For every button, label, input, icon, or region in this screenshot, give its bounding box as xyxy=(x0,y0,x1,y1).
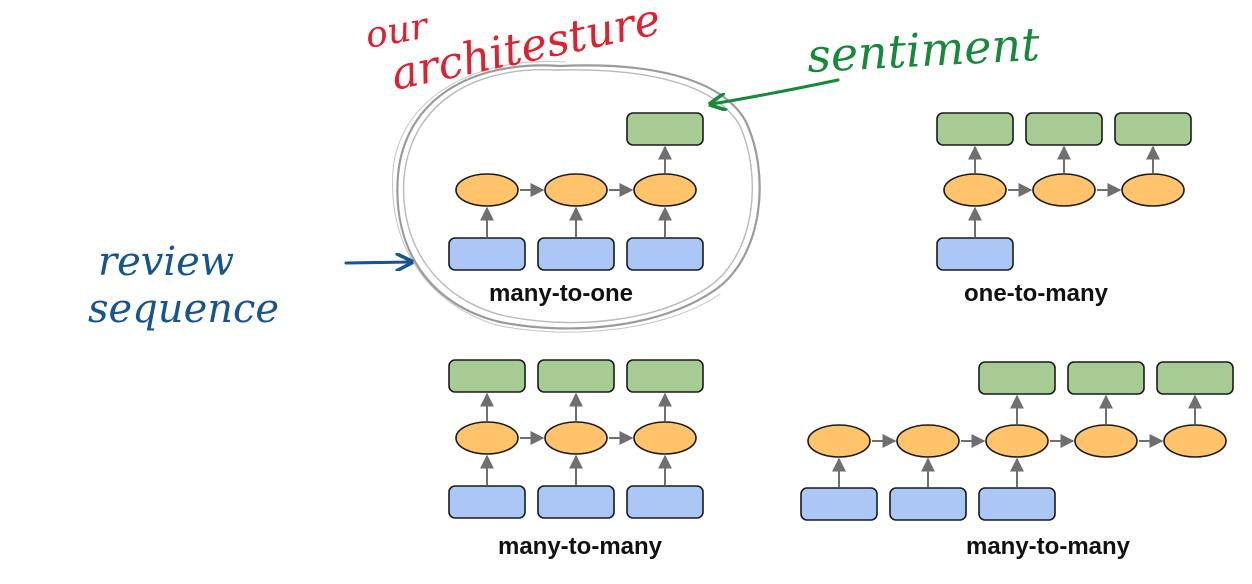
hidden-state-node xyxy=(1032,173,1096,207)
input-node xyxy=(537,237,615,271)
diagram-one-to-many xyxy=(936,112,1192,271)
input-node xyxy=(448,237,526,271)
hidden-state-node xyxy=(943,173,1007,207)
output-node xyxy=(1025,112,1103,146)
caption-many-to-many-delayed: many-to-many xyxy=(966,533,1131,560)
hidden-state-node xyxy=(633,173,697,207)
hidden-state-node xyxy=(1121,173,1185,207)
output-node xyxy=(448,359,526,393)
hidden-state-node xyxy=(985,424,1049,458)
input-node xyxy=(978,487,1056,521)
output-node xyxy=(626,112,704,146)
output-node xyxy=(1114,112,1192,146)
pencil-circle-highlight xyxy=(392,60,761,333)
annotation-architecture: architesture xyxy=(387,0,665,101)
hidden-state-node xyxy=(455,421,519,455)
output-node xyxy=(1156,361,1234,395)
diagram-many-to-one xyxy=(448,112,704,271)
input-node xyxy=(626,237,704,271)
input-node xyxy=(889,487,967,521)
diagram-many-to-many-delayed xyxy=(800,361,1234,521)
blue-arrow-icon xyxy=(344,262,410,263)
hidden-state-node xyxy=(896,424,960,458)
input-node xyxy=(626,485,704,519)
hidden-state-node xyxy=(1163,424,1227,458)
annotation-sentiment: sentiment xyxy=(806,17,1042,83)
output-node xyxy=(626,359,704,393)
output-node xyxy=(1067,361,1145,395)
caption-many-to-many-synced: many-to-many xyxy=(498,533,663,560)
hidden-state-node xyxy=(544,173,608,207)
hidden-state-node xyxy=(455,173,519,207)
hidden-state-node xyxy=(633,421,697,455)
input-node xyxy=(537,485,615,519)
output-node xyxy=(936,112,1014,146)
hidden-state-node xyxy=(1074,424,1138,458)
output-node xyxy=(978,361,1056,395)
hidden-state-node xyxy=(544,421,608,455)
input-node xyxy=(936,237,1014,271)
input-node xyxy=(448,485,526,519)
annotation-review: review xyxy=(98,239,234,285)
caption-many-to-one: many-to-one xyxy=(489,280,633,307)
annotation-sequence: sequence xyxy=(88,286,279,332)
green-arrow-icon xyxy=(712,78,840,104)
hidden-state-node xyxy=(807,424,871,458)
caption-one-to-many: one-to-many xyxy=(964,280,1109,307)
diagram-many-to-many-synced xyxy=(448,359,704,519)
output-node xyxy=(537,359,615,393)
input-node xyxy=(800,487,878,521)
